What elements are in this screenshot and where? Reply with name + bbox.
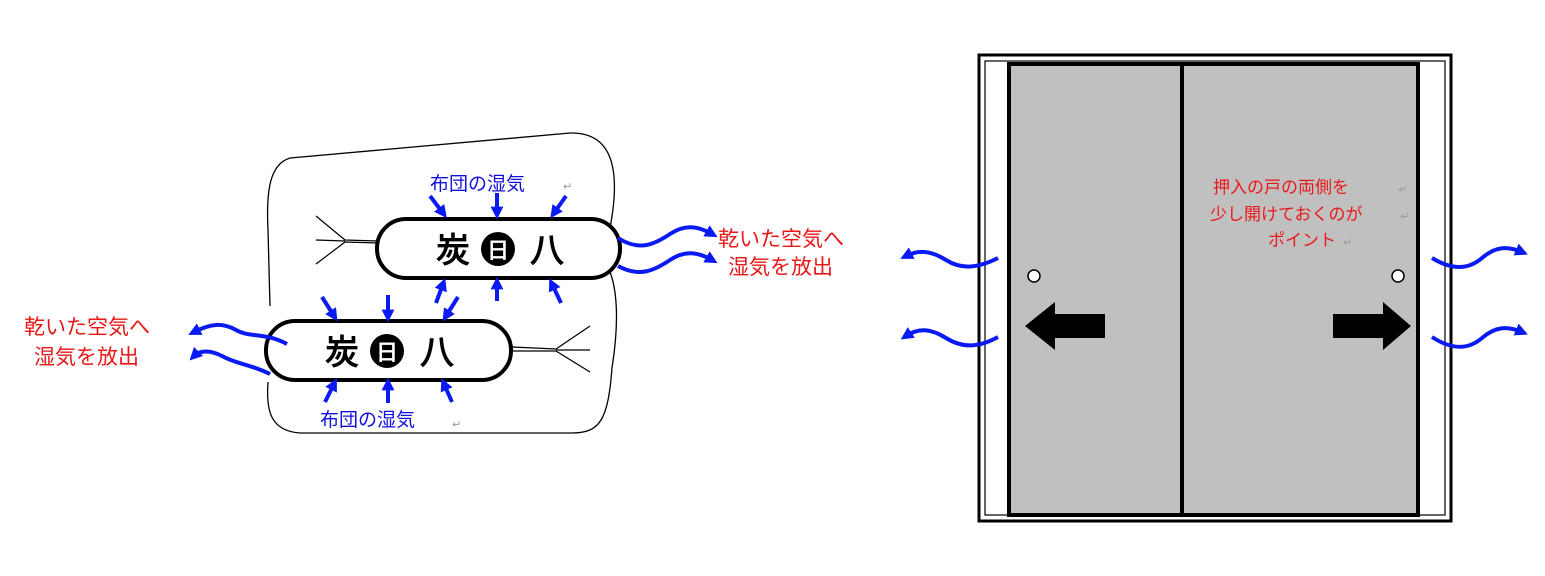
sliding-door-right — [1180, 62, 1420, 517]
closet-note-line2: 少し開けておくのが — [1210, 205, 1363, 225]
sliding-door-left — [1007, 62, 1184, 517]
charcoal-bag-lower: 炭 日 八 — [264, 319, 513, 382]
closet-release-waves-left — [900, 247, 999, 348]
bag-upper-right-char: 八 — [530, 231, 565, 271]
closet-illustration: 押入の戸の両側を ↵ 少し開けておくのが ↵ ポイント ↵ — [900, 53, 1528, 523]
bag-upper-left-char: 炭 — [436, 231, 470, 271]
lower-moisture-label: 布団の湿気 — [320, 409, 415, 431]
return-mark: ↵ — [452, 418, 461, 431]
return-mark: ↵ — [1398, 183, 1407, 196]
upper-release-label-line1: 乾いた空気へ — [718, 227, 844, 251]
bag-lower-logo-char: 日 — [376, 341, 398, 366]
return-mark: ↵ — [563, 180, 572, 193]
closet-note-line1: 押入の戸の両側を — [1213, 178, 1349, 198]
moisture-arrows-upper — [428, 193, 568, 304]
release-waves-upper — [616, 225, 718, 275]
moisture-arrows-lower — [320, 295, 460, 403]
bag-lower-left-char: 炭 — [325, 333, 359, 373]
lower-bag-string — [511, 325, 591, 373]
brand-logo-icon — [370, 334, 404, 368]
door-pull-right — [1391, 269, 1405, 283]
return-mark: ↵ — [1343, 236, 1352, 249]
upper-release-label-line2: 湿気を放出 — [728, 255, 833, 279]
bag-upper-logo-char: 日 — [487, 239, 509, 264]
arrow-right-icon — [1333, 302, 1411, 350]
door-pull-left — [1027, 269, 1041, 283]
futon-lower-fold — [266, 261, 618, 434]
futon-illustration: 炭 日 八 炭 日 八 — [24, 132, 844, 434]
upper-bag-string — [315, 215, 379, 265]
arrow-left-icon — [1025, 302, 1105, 350]
closet-release-waves-right — [1430, 243, 1528, 349]
lower-release-label-line2: 湿気を放出 — [34, 345, 139, 369]
release-waves-lower — [188, 323, 288, 376]
charcoal-bag-upper: 炭 日 八 — [375, 217, 622, 280]
bag-lower-right-char: 八 — [420, 333, 455, 373]
lower-release-label-line1: 乾いた空気へ — [24, 315, 150, 339]
brand-logo-icon — [481, 232, 515, 266]
upper-moisture-label: 布団の湿気 — [430, 173, 525, 195]
return-mark: ↵ — [1400, 210, 1409, 223]
closet-note-line3: ポイント — [1268, 231, 1336, 251]
futon-upper-fold — [266, 132, 616, 307]
